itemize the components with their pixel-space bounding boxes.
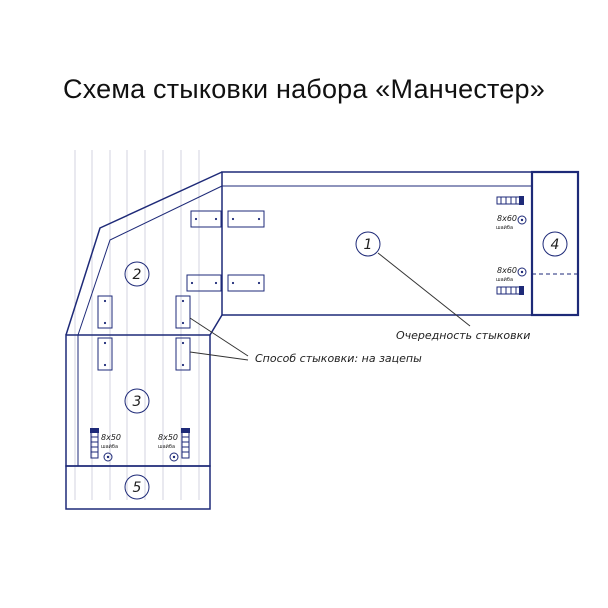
callout-docking-order: Очередность стыковки [377, 252, 530, 342]
screw-size-right-bottom: 8x60 [497, 266, 517, 275]
screw-sublabel: шайба [496, 276, 513, 283]
module-1-outline [221, 171, 579, 316]
washer-icon [103, 452, 113, 462]
hook-connectors [97, 210, 265, 371]
screw-icon [496, 286, 524, 295]
module-2-outline [65, 171, 223, 336]
screw-icon [90, 428, 99, 459]
hook-connector [190, 210, 222, 228]
module-number-3: 3 [124, 388, 150, 414]
washer-icon [517, 215, 527, 225]
screw-size-right-top: 8x60 [497, 214, 517, 223]
svg-text:Способ стыковки: на зацепы: Способ стыковки: на зацепы [255, 352, 422, 365]
diagram-title: Схема стыковки набора «Манчестер» [63, 74, 545, 104]
hook-connector [97, 295, 113, 329]
background-hatching [74, 150, 200, 500]
hook-connector [227, 210, 265, 228]
svg-text:5: 5 [133, 480, 142, 496]
callout-docking-method: Способ стыковки: на зацепы [189, 317, 422, 365]
svg-text:2: 2 [133, 267, 142, 283]
hook-connector [175, 295, 191, 329]
module-number-5: 5 [124, 474, 150, 500]
module-number-1: 1 [355, 231, 381, 257]
screw-icon [181, 428, 190, 459]
hook-connector [175, 337, 191, 371]
screw-sublabel: шайба [158, 443, 175, 450]
svg-text:Очередность стыковки: Очередность стыковки [396, 329, 530, 342]
module-number-4: 4 [542, 231, 568, 257]
module-number-2: 2 [124, 261, 150, 287]
screw-size-left-1: 8x50 [101, 433, 121, 442]
hook-connector [227, 274, 265, 292]
module-4-outline [530, 170, 580, 317]
screw-sublabel: шайба [101, 443, 118, 450]
svg-text:1: 1 [364, 237, 373, 253]
screw-icon [496, 196, 524, 205]
svg-text:4: 4 [551, 237, 560, 253]
screw-size-left-2: 8x50 [158, 433, 178, 442]
screw-sublabel: шайба [496, 224, 513, 231]
hook-connector [97, 337, 113, 371]
washer-icon [169, 452, 179, 462]
svg-text:3: 3 [133, 394, 142, 410]
washer-icon [517, 267, 527, 277]
hook-connector [186, 274, 222, 292]
module-5-outline [65, 465, 211, 510]
